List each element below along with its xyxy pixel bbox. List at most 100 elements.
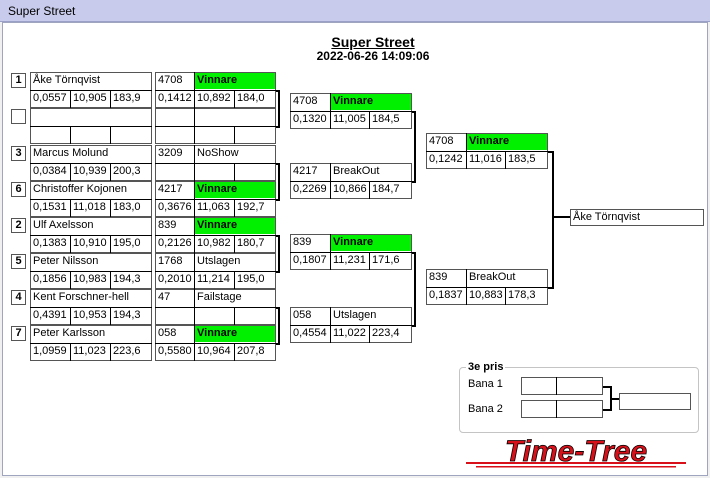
driver-speed: 194,3: [113, 273, 141, 285]
driver-elapsed-time: 10,939: [73, 165, 107, 177]
run-result: Vinnare: [195, 218, 275, 234]
driver-card-midline: [30, 199, 152, 200]
seed-badge: 1: [11, 73, 26, 88]
driver-card-divider: [70, 199, 71, 217]
round2-card-elapsed-time: 11,022: [333, 327, 366, 339]
run-result-midline: [155, 163, 276, 164]
round2-card-elapsed-time: 11,231: [333, 254, 366, 266]
driver-card-midline: [30, 90, 152, 91]
driver-speed: 200,3: [113, 165, 141, 177]
run-result: NoShow: [197, 147, 239, 159]
round2-card-divider: [330, 307, 331, 325]
lane1-input[interactable]: [521, 377, 603, 395]
run-speed: [235, 164, 275, 180]
driver-card-divider: [110, 271, 111, 289]
lane-input-divider: [556, 400, 557, 418]
driver-elapsed-time: 11,018: [73, 201, 106, 213]
run-speed: [235, 308, 275, 324]
champion-card: [570, 209, 704, 226]
round2-card-elapsed-time: 10,866: [333, 183, 367, 195]
driver-name: Peter Nilsson: [33, 255, 99, 267]
driver-card-midline: [30, 163, 152, 164]
seed-badge: 2: [11, 218, 26, 233]
window-title: Super Street: [8, 4, 76, 18]
driver-elapsed-time: 11,023: [73, 345, 106, 357]
car-number: [156, 109, 194, 125]
run-result-divider: [234, 90, 235, 108]
driver-card-divider: [70, 307, 71, 325]
driver-card-divider: [110, 235, 111, 253]
round3-card-speed: 178,3: [508, 289, 536, 301]
window-titlebar: Super Street: [0, 0, 710, 22]
run-reaction-time: 0,5580: [158, 345, 192, 357]
seed-badge: 3: [11, 146, 26, 161]
connector: [278, 235, 280, 273]
run-reaction-time: 0,3676: [158, 201, 192, 213]
round2-card-divider: [330, 325, 331, 343]
connector: [548, 151, 554, 153]
run-result-divider: [234, 343, 235, 361]
third-prize-legend: 3e pris: [466, 361, 506, 373]
seed-badge: 5: [11, 254, 26, 269]
round3-card-reaction-time: 0,1837: [429, 289, 463, 301]
round2-card-midline: [290, 252, 412, 253]
connector: [611, 398, 619, 400]
round2-card-midline: [290, 181, 412, 182]
driver-name: Kent Forschner-hell: [33, 291, 129, 303]
round2-card-result: Vinnare: [331, 94, 411, 110]
connector: [554, 216, 570, 218]
run-reaction-time: [156, 127, 194, 143]
run-result-midline: [155, 126, 276, 127]
run-result-divider: [194, 325, 195, 361]
round2-card-number: 058: [293, 309, 312, 321]
connector: [548, 287, 554, 289]
driver-elapsed-time: 10,910: [73, 237, 107, 249]
driver-card-midline: [30, 343, 152, 344]
round2-card-reaction-time: 0,2269: [293, 183, 327, 195]
round2-card-divider: [369, 325, 370, 343]
run-result-divider: [194, 289, 195, 325]
driver-card-divider: [110, 307, 111, 325]
run-result-divider: [234, 199, 235, 217]
event-title: Super Street: [331, 34, 415, 50]
lane2-label: Bana 2: [468, 403, 503, 415]
car-number: 47: [158, 291, 171, 303]
lane2-input[interactable]: [521, 400, 603, 418]
run-result: Utslagen: [197, 255, 241, 267]
run-result-divider: [194, 181, 195, 217]
event-datetime: 2022-06-26 14:09:06: [316, 49, 430, 63]
run-elapsed-time: 10,964: [197, 345, 231, 357]
seed-badge: [11, 109, 26, 124]
seed-badge: 4: [11, 290, 26, 305]
car-number: 4217: [158, 183, 183, 195]
run-result-divider: [234, 126, 235, 144]
lane1-label: Bana 1: [468, 378, 503, 390]
driver-card-divider: [70, 235, 71, 253]
driver-card-midline: [30, 235, 152, 236]
round2-card-elapsed-time: 11,005: [333, 113, 366, 125]
driver-card-divider: [70, 126, 71, 144]
run-result-midline: [155, 199, 276, 200]
third-prize-group: [459, 367, 699, 433]
round2-card-reaction-time: 0,1807: [293, 254, 327, 266]
driver-elapsed-time: 10,905: [73, 92, 107, 104]
driver-card-divider: [70, 90, 71, 108]
connector: [552, 151, 554, 289]
run-reaction-time: 0,1412: [158, 92, 192, 104]
logo-text: Time-Tree: [505, 438, 647, 468]
car-number: 1768: [158, 255, 183, 267]
run-speed: 184,0: [237, 92, 265, 104]
driver-speed: 223,6: [113, 345, 141, 357]
run-result: Vinnare: [195, 326, 275, 342]
driver-speed: 183,0: [113, 201, 141, 213]
driver-reaction-time: 0,1856: [33, 273, 67, 285]
round2-card-divider: [330, 163, 331, 181]
round2-card-reaction-time: 0,1320: [293, 113, 327, 125]
driver-speed: 183,9: [113, 92, 141, 104]
run-result: Failstage: [197, 291, 242, 303]
run-elapsed-time: [195, 308, 234, 324]
driver-elapsed-time: 10,953: [73, 309, 107, 321]
third-prize-winner-field[interactable]: [619, 393, 691, 410]
driver-name: [31, 109, 151, 125]
driver-card-divider: [70, 163, 71, 181]
